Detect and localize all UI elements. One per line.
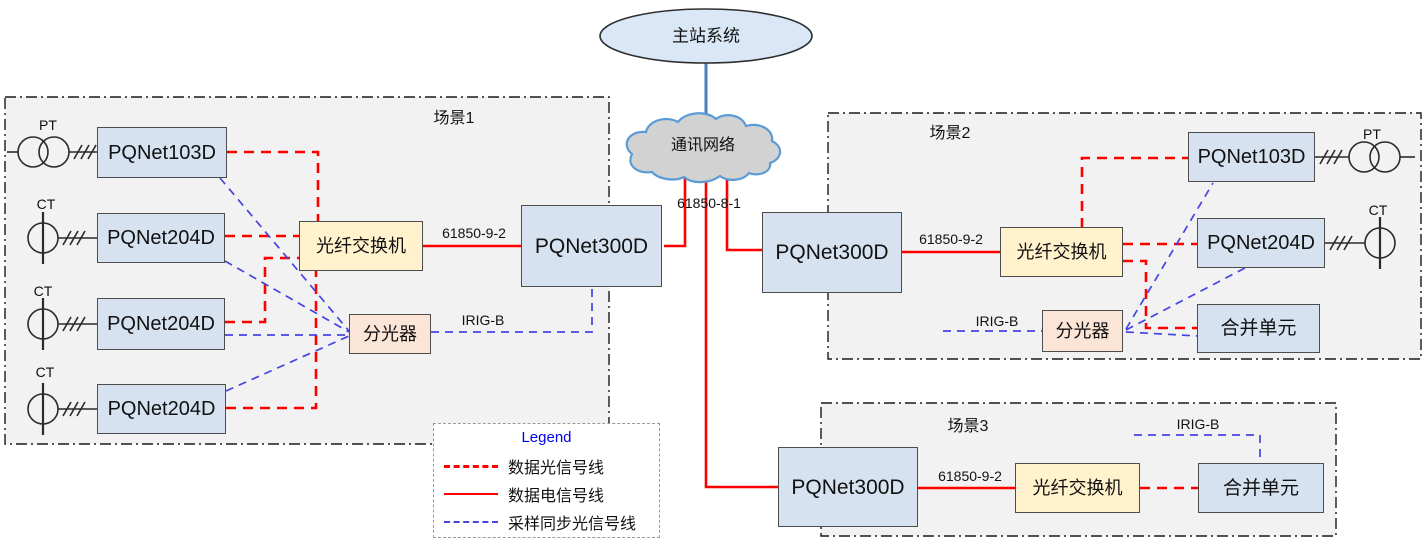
s2-splitter-pqnet103d-sync-line — [1125, 182, 1214, 330]
s1-pt-symbol — [7, 136, 97, 168]
blue-dashed-line-swatch — [444, 521, 498, 523]
s1-pqnet204d-3-sync-line — [225, 335, 350, 392]
s3-fiber-switch-box: 光纤交换机 — [1015, 463, 1140, 513]
s2-fiber-switch-box: 光纤交换机 — [1000, 227, 1123, 277]
s1-ct-symbol-1 — [27, 212, 97, 264]
s1-irig-b-label: IRIG-B — [461, 312, 505, 328]
comm-network-cloud — [625, 112, 782, 184]
s2-61850-9-2-label: 61850-9-2 — [919, 231, 983, 247]
legend-item-sync-optical: 采样同步光信号线 — [444, 508, 649, 536]
comm-network-label: 通讯网络 — [670, 137, 736, 154]
s1-pqnet204d-box-3: PQNet204D — [97, 384, 226, 434]
s1-splitter-box: 分光器 — [349, 314, 431, 354]
s1-ct-label-2: CT — [33, 283, 53, 299]
s2-splitter-box: 分光器 — [1042, 310, 1123, 352]
s1-ct-label-3: CT — [35, 364, 55, 380]
s1-pqnet103d-sync-line — [219, 177, 350, 332]
s1-ct-symbol-2 — [27, 298, 97, 350]
s1-ct-label-1: CT — [36, 196, 56, 212]
red-solid-line-swatch — [444, 493, 498, 495]
s3-pqnet300d-box: PQNet300D — [778, 447, 918, 527]
scene2-title: 场景2 — [929, 125, 971, 142]
s1-pqnet204d-1-sync-line — [224, 260, 350, 333]
s1-pqnet204d-box-1: PQNet204D — [97, 213, 225, 263]
s2-irig-b-label: IRIG-B — [975, 313, 1019, 329]
s2-ct-symbol — [1325, 217, 1396, 269]
s1-pqnet300d-box: PQNet300D — [521, 205, 662, 287]
s1-pqnet103d-box: PQNet103D — [97, 127, 227, 178]
scene2-frame — [827, 112, 1422, 360]
s1-fiber-switch-box: 光纤交换机 — [299, 221, 423, 271]
s2-splitter-merging-unit-sync-line — [1125, 331, 1199, 337]
s2-pqnet204d-box: PQNet204D — [1197, 218, 1325, 268]
red-dashed-line-swatch — [444, 464, 498, 468]
s2-ct-label: CT — [1368, 202, 1388, 218]
legend-item-data-optical: 数据光信号线 — [444, 452, 649, 480]
s1-pt-label: PT — [39, 117, 57, 133]
legend-item-label: 采样同步光信号线 — [508, 516, 637, 533]
s2-pt-symbol — [1315, 141, 1415, 173]
network-to-s1-gateway-line — [664, 160, 687, 248]
legend-box: Legend 数据光信号线 数据电信号线 采样同步光信号线 — [433, 423, 660, 538]
master-station-ellipse — [599, 8, 813, 64]
s2-merging-unit-optical-line — [1123, 259, 1198, 330]
legend-title: Legend — [521, 429, 572, 446]
s1-pqnet204d-2-optical-line — [225, 256, 300, 324]
s1-pqnet204d-3-optical-line — [226, 270, 318, 410]
s3-merging-unit-box: 合并单元 — [1198, 463, 1324, 513]
s1-pqnet103d-optical-line — [227, 150, 320, 222]
network-to-s3-gateway-line — [704, 160, 780, 489]
s1-61850-9-2-label: 61850-9-2 — [442, 225, 506, 241]
s2-pt-label: PT — [1363, 126, 1381, 142]
s3-irig-b-label: IRIG-B — [1176, 416, 1220, 432]
legend-item-label: 数据光信号线 — [508, 460, 605, 477]
s2-pqnet300d-box: PQNet300D — [762, 212, 902, 293]
s3-61850-9-2-label: 61850-9-2 — [938, 468, 1002, 484]
scene1-title: 场景1 — [433, 110, 475, 127]
network-to-s2-gateway-line — [725, 160, 764, 252]
s2-pqnet103d-optical-line — [1080, 156, 1189, 228]
s1-pqnet204d-box-2: PQNet204D — [97, 298, 225, 350]
protocol-61850-8-1-label: 61850-8-1 — [677, 195, 741, 211]
s1-ct-symbol-3 — [27, 383, 97, 435]
s2-merging-unit-box: 合并单元 — [1197, 304, 1320, 353]
s2-pqnet103d-box: PQNet103D — [1188, 132, 1315, 182]
master-station-label: 主站系统 — [672, 26, 740, 46]
s3-irig-b-line — [1134, 434, 1261, 464]
legend-item-label: 数据电信号线 — [508, 488, 605, 505]
legend-item-data-electrical: 数据电信号线 — [444, 480, 649, 508]
scene3-title: 场景3 — [947, 418, 989, 435]
s1-irig-b-line — [431, 287, 593, 333]
